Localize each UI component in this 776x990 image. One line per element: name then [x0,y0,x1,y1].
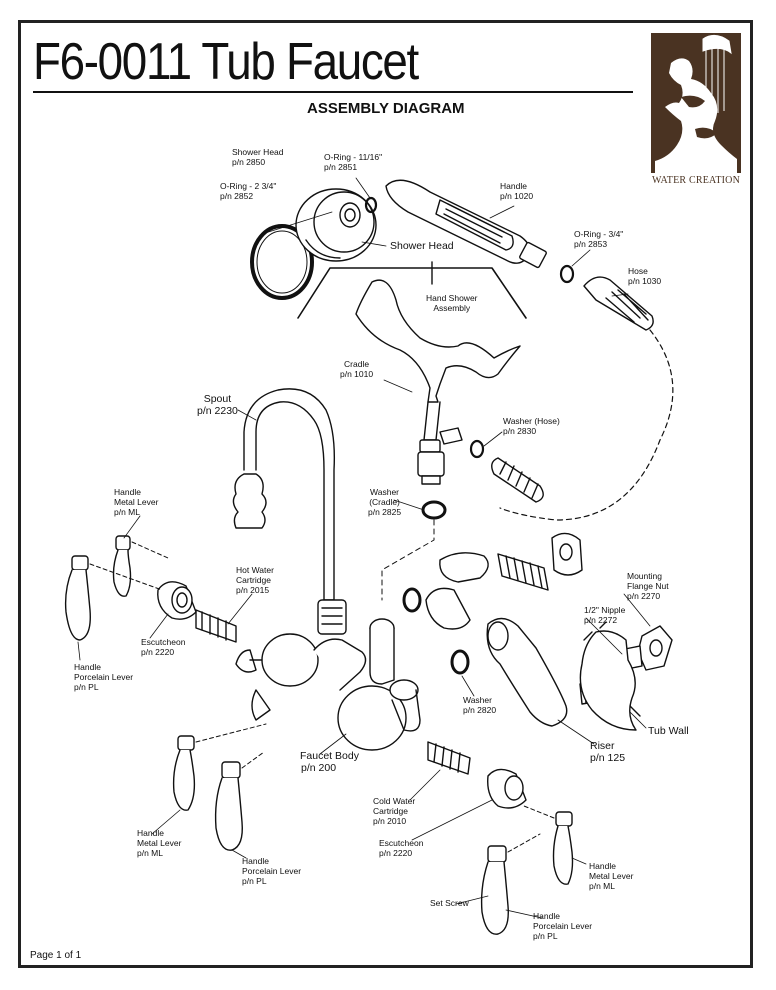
label-washer-cradle: Washer(Cradle)p/n 2825 [368,487,402,517]
handle-metal-lower-left-part [172,723,267,811]
brand-name: WATER CREATION [651,175,741,186]
label-oring-2-3-4: O-Ring - 2 3/4"p/n 2852 [220,181,277,201]
handle-porcelain-lower-right-part [480,833,541,935]
washer-upper-part [402,587,422,613]
hot-cartridge-part [195,609,237,643]
escutcheon-right-part [487,768,527,809]
handle-porcelain-left-part [64,555,163,641]
label-washer-hose: Washer (Hose)p/n 2830 [503,416,560,436]
handle-metal-top-part [112,535,169,597]
cradle-part [355,279,521,485]
handle-porcelain-lower-left-part [214,751,265,851]
oring-large-part [250,224,314,300]
riser-part [486,617,568,727]
mounting-flange-nut-part [637,625,673,671]
upper-flange-nut-part [551,532,583,576]
handset-handle-part [385,179,547,269]
handle-metal-lower-right-part [523,805,574,885]
nipple-upper-part [497,553,549,591]
escutcheon-left-part [157,581,197,620]
logo-emblem [651,33,741,173]
cold-cartridge-part [427,741,471,775]
washer-2820-part [450,649,470,675]
page-title: F6-0011 Tub Faucet [33,33,419,91]
label-oring-3-4: O-Ring - 3/4"p/n 2853 [574,229,624,249]
oring-3-4-part [559,264,575,284]
label-set-screw: Set Screw [430,898,469,908]
hose-fitting-part [583,276,654,331]
label-shower-head-callout: Shower Head [390,240,454,252]
hot-inlet-part [425,552,489,630]
oring-small-part [364,196,378,214]
hose-connector-part [491,457,544,503]
washer-hose-part [469,439,485,459]
page-number: Page 1 of 1 [30,950,82,961]
brand-logo: WATER CREATION [651,33,741,186]
title-underline [33,91,633,93]
faucet-body-part [235,599,421,751]
diagram-subtitle: ASSEMBLY DIAGRAM [307,100,465,117]
label-tub-wall: Tub Wall [648,725,689,737]
label-oring-11-16: O-Ring - 11/16"p/n 2851 [324,152,383,172]
washer-cradle-part [421,500,447,520]
tub-wall-part [579,621,641,731]
spout-part [232,388,336,601]
page-border [18,20,753,968]
shower-head-part [295,188,377,262]
